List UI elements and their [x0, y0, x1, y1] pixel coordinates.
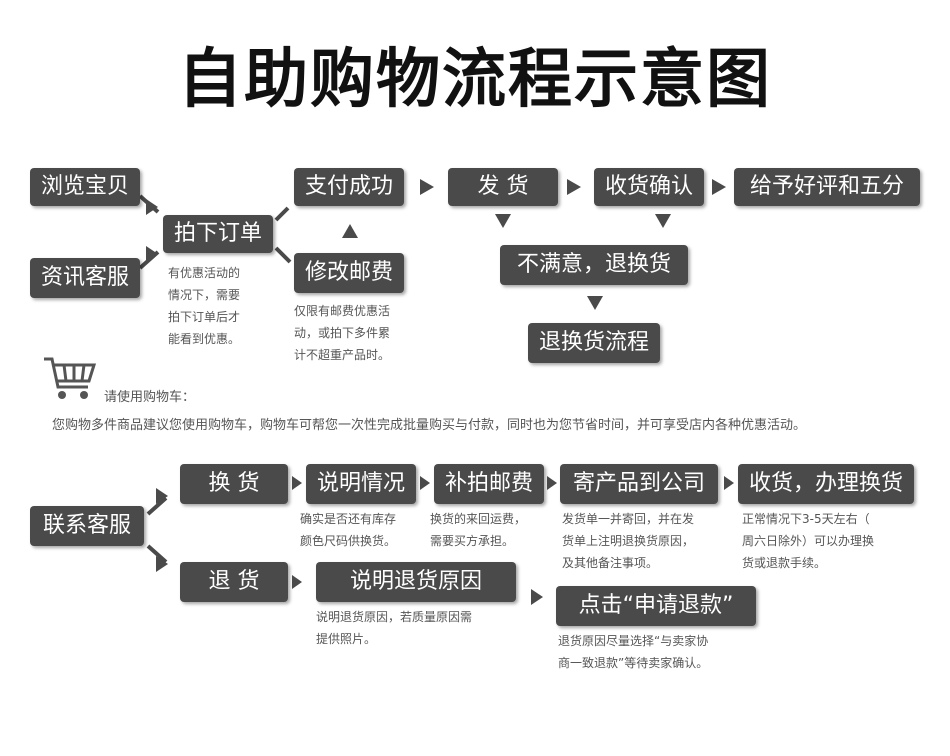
order-note: 有优惠活动的 情况下，需要 拍下订单后才 能看到优惠。 [168, 266, 241, 346]
return-flow-box: 退换货流程 [528, 323, 660, 363]
arrow-right-icon [146, 199, 158, 215]
explain-refund-box: 说明退货原因 [316, 562, 516, 602]
arrow-down-icon [495, 214, 511, 228]
arrow-right-icon [420, 476, 430, 490]
confirm-receipt-box: 收货确认 [594, 168, 704, 206]
payment-success-box: 支付成功 [294, 168, 404, 206]
arrow-right-icon [156, 488, 168, 504]
arrow-right-icon [531, 589, 543, 605]
arrow-right-icon [712, 179, 726, 195]
contact-service-box: 联系客服 [30, 506, 144, 546]
review-box: 给予好评和五分 [734, 168, 920, 206]
edit-postage-box: 修改邮费 [294, 253, 404, 293]
consult-service-box: 资讯客服 [30, 258, 140, 298]
arrow-right-icon [724, 476, 734, 490]
receive-exchange-box: 收货，办理换货 [738, 464, 914, 504]
arrow-right-icon [547, 476, 557, 490]
arrow-right-icon [292, 476, 302, 490]
page-title: 自助购物流程示意图 [178, 43, 772, 117]
repost-postage-box: 补拍邮费 [434, 464, 544, 504]
apply-refund-note: 退货原因尽量选择“与卖家协 商一致退款”等待卖家确认。 [558, 634, 709, 670]
unsatisfied-box: 不满意，退换货 [500, 245, 688, 285]
arrow-right-icon [292, 575, 302, 589]
arrow-right-icon [146, 246, 158, 262]
arrow-down-icon [587, 296, 603, 310]
explain-note: 确实是否还有库存 颜色尺码供换货。 [300, 512, 397, 548]
cart-label: 请使用购物车： [104, 390, 196, 405]
edit-postage-note: 仅限有邮费优惠活 动，或拍下多件累 计不超重产品时。 [294, 304, 391, 362]
ship-box: 发 货 [448, 168, 558, 206]
arrow-right-icon [567, 179, 581, 195]
receive-note: 正常情况下3-5天左右（ 周六日除外）可以办理换 货或退款手续。 [742, 512, 875, 570]
send-back-note: 发货单一并寄回，并在发 货单上注明退换货原因， 及其他备注事项。 [562, 512, 695, 570]
arrow-down-icon [655, 214, 671, 228]
send-back-box: 寄产品到公司 [560, 464, 718, 504]
apply-refund-box: 点击“申请退款” [556, 586, 756, 626]
repost-note: 换货的来回运费， 需要买方承担。 [430, 512, 527, 548]
arrow-up-icon [342, 224, 358, 238]
cart-info-text: 您购物多件商品建议您使用购物车，购物车可帮您一次性完成批量购买与付款，同时也为您… [52, 418, 807, 433]
exchange-box: 换 货 [180, 464, 288, 504]
browse-box: 浏览宝贝 [30, 168, 140, 206]
refund-box: 退 货 [180, 562, 288, 602]
place-order-box: 拍下订单 [163, 215, 273, 253]
arrow-right-icon [420, 179, 434, 195]
shopping-cart-icon [44, 357, 97, 399]
arrow-right-icon [156, 556, 168, 572]
explain-refund-note: 说明退货原因，若质量原因需 提供照片。 [316, 610, 473, 646]
explain-situation-box: 说明情况 [306, 464, 416, 504]
